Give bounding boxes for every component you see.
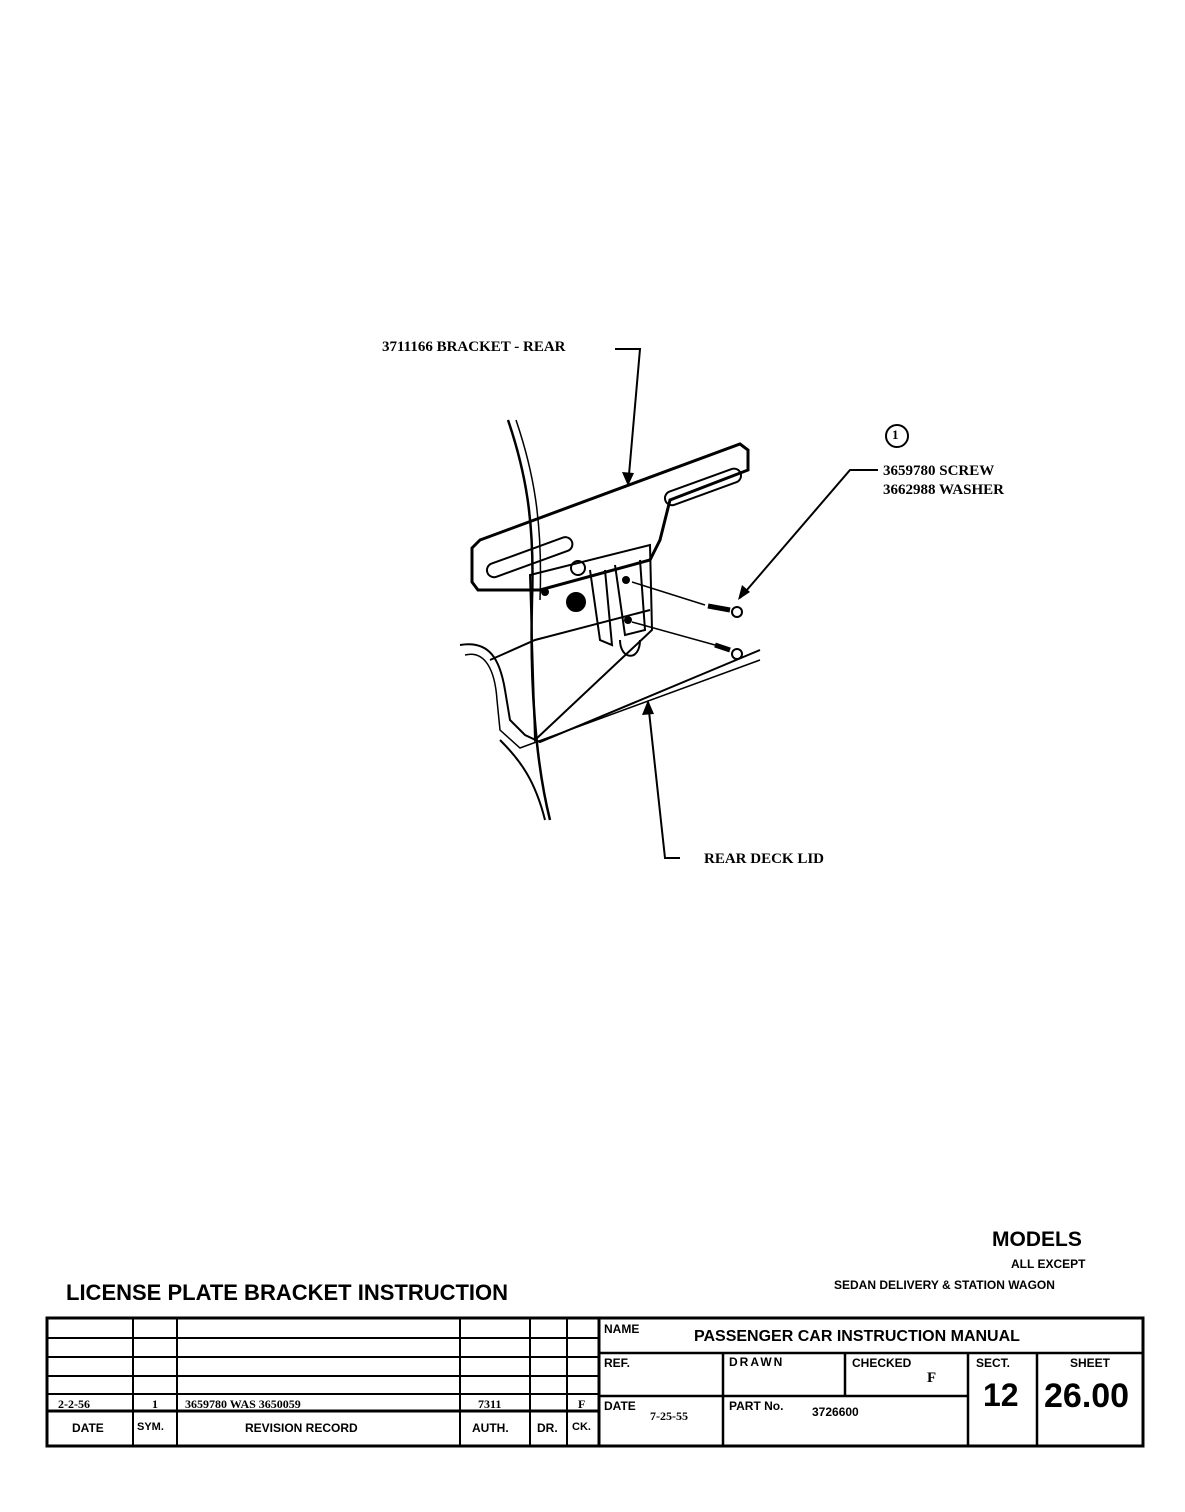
revision-date: 2-2-56 [58,1397,90,1411]
models-line1: ALL EXCEPT [1011,1257,1086,1271]
sect-label: SECT. [976,1356,1011,1370]
deck-lid-callout: REAR DECK LID [704,851,825,867]
screw-callout: 3659780 SCREW [883,463,995,479]
header-auth: AUTH. [472,1421,509,1435]
header-sym: SYM. [137,1421,164,1433]
revision-auth: 7311 [478,1397,502,1411]
models-heading: MODELS [992,1228,1082,1251]
revision-ck: F [578,1397,586,1411]
part-value: 3726600 [812,1405,859,1419]
document-title: LICENSE PLATE BRACKET INSTRUCTION [66,1280,509,1305]
header-date: DATE [72,1421,104,1435]
header-ck: CK. [572,1421,591,1433]
header-dr: DR. [537,1421,558,1435]
name-value: PASSENGER CAR INSTRUCTION MANUAL [694,1328,1020,1345]
bracket-callout: 3711166 BRACKET - REAR [382,339,566,355]
date-value: 7-25-55 [650,1409,688,1423]
date-label: DATE [604,1399,636,1413]
part-label: PART No. [729,1399,784,1413]
revision-record: 3659780 WAS 3650059 [185,1397,301,1411]
drawn-label: DRAWN [729,1355,785,1369]
revision-symbol: 1 [892,427,899,442]
name-label: NAME [604,1322,640,1336]
sect-value: 12 [983,1377,1019,1413]
sheet-value: 26.00 [1044,1377,1130,1415]
ref-label: REF. [604,1356,631,1370]
revision-sym: 1 [152,1397,158,1411]
models-line2: SEDAN DELIVERY & STATION WAGON [834,1278,1055,1292]
header-revision-record: REVISION RECORD [245,1421,358,1435]
checked-label: CHECKED [852,1356,912,1370]
checked-value: F [927,1370,937,1386]
bracket-illustration [459,348,909,859]
sheet-label: SHEET [1070,1356,1111,1370]
washer-callout: 3662988 WASHER [883,482,1004,498]
revision-symbol-circle [885,424,909,448]
